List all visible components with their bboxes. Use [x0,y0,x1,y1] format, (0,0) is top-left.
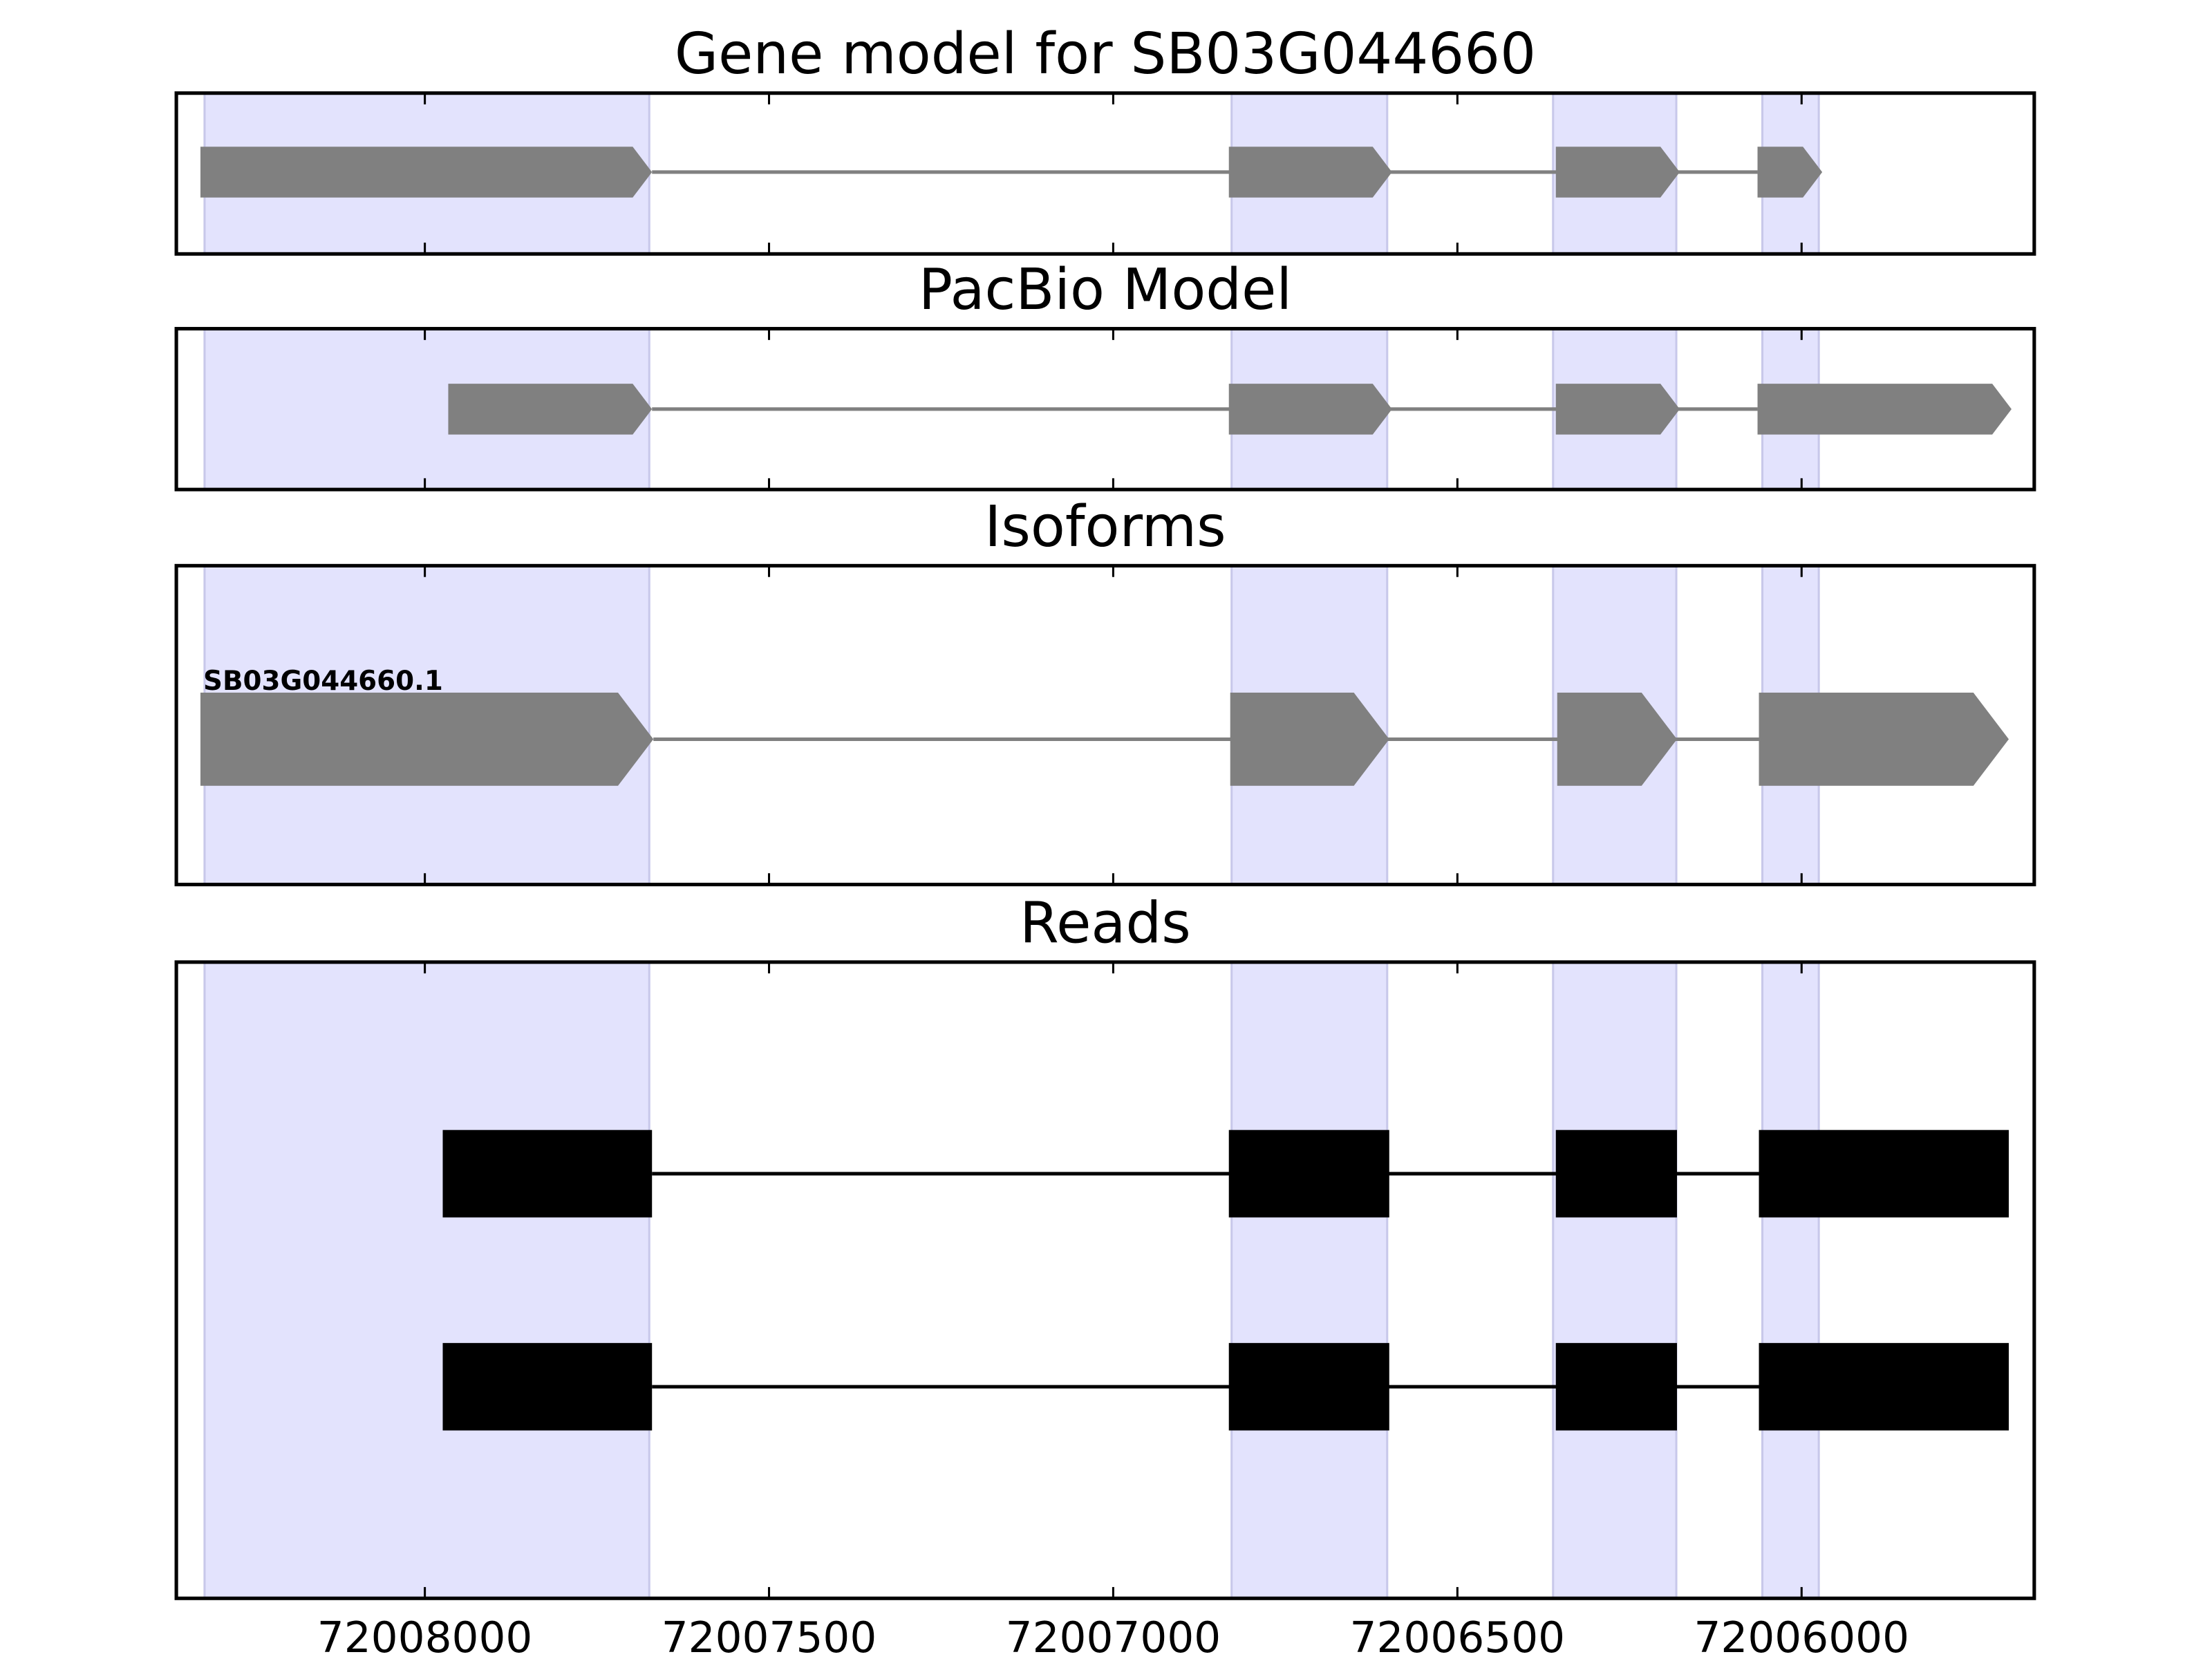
panel-title: PacBio Model [919,257,1292,323]
read-exon-block [442,1342,653,1431]
shaded-exon-region [1230,961,1389,1600]
shaded-exon-region [1761,961,1820,1600]
x-tick-label: 72008000 [317,1613,533,1659]
exon-arrow [200,147,653,198]
read-exon-block [1555,1342,1678,1431]
exon-arrow [1555,147,1680,198]
panel-title: Isoforms [984,494,1226,560]
shaded-exon-region [1552,961,1678,1600]
x-tick-label: 72006000 [1694,1613,1909,1659]
exon-arrow [1557,693,1678,786]
exon-arrow [1228,147,1392,198]
read-exon-block [1555,1130,1678,1218]
panel-1: PacBio Model [174,257,2036,491]
exon-arrow [1757,384,2012,435]
exon-arrow [1555,384,1680,435]
panel-0: Gene model for SB03G044660 [174,21,2036,256]
axes-frame [174,960,2036,1600]
axes-frame [174,91,2036,256]
read-exon-block [1228,1130,1389,1218]
exon-arrow [1228,384,1392,435]
axes-frame [174,563,2036,887]
read-exon-block [1228,1342,1389,1431]
x-tick-label: 72006500 [1350,1613,1566,1659]
panel-title: Gene model for SB03G044660 [675,21,1536,87]
isoform-label: SB03G044660.1 [203,666,443,697]
read-exon-block [1759,1342,2009,1431]
read-exon-block [1759,1130,2009,1218]
x-tick-label: 72007000 [1006,1613,1221,1659]
exon-arrow [1230,693,1389,786]
exon-arrow [200,693,654,786]
axes-frame [174,326,2036,491]
exon-arrow [1757,147,1823,198]
panel-3: Reads 72008000 72007500 72007000 72006500 720… [174,890,2036,1659]
x-tick-label: 72007500 [662,1613,877,1659]
shaded-exon-region [203,961,650,1600]
exon-arrow [448,384,653,435]
read-exon-block [442,1130,653,1218]
panel-title: Reads [1020,890,1191,956]
exon-arrow [1759,693,2009,786]
